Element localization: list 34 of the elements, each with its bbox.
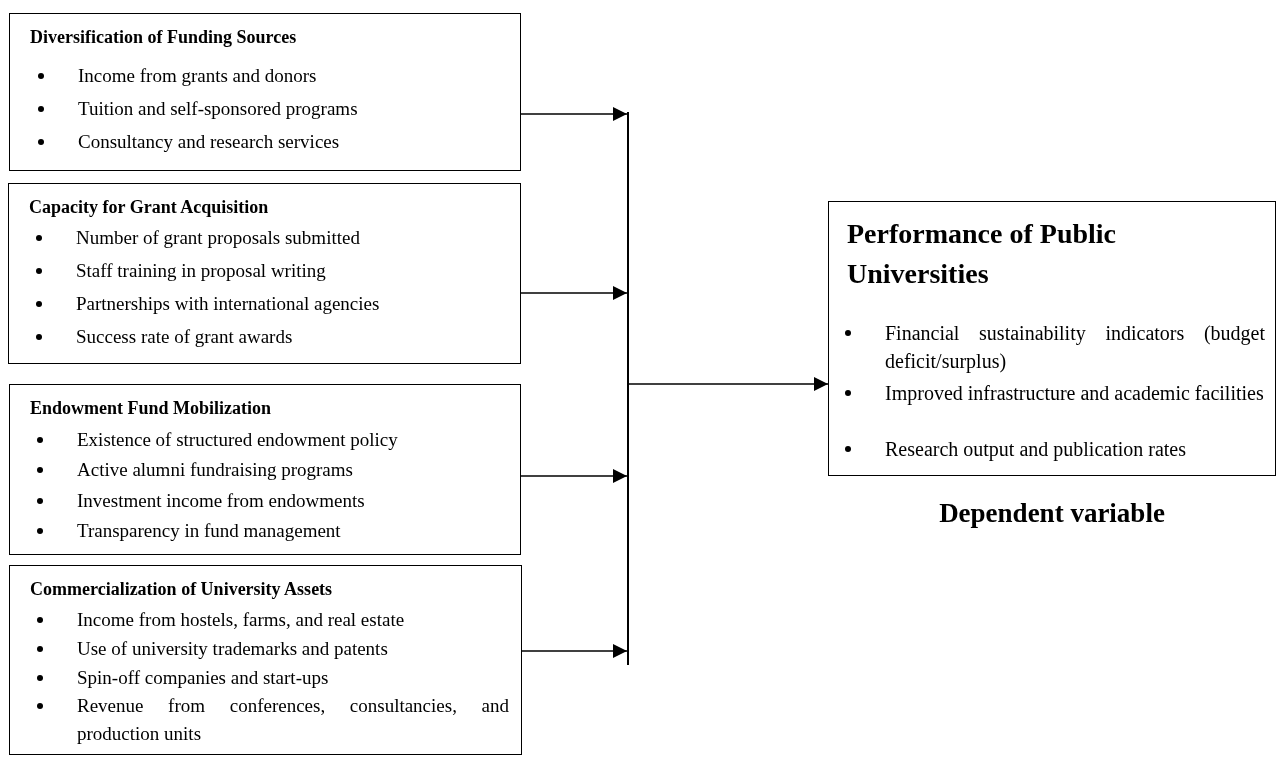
bullet-text: Revenue from conferences, consultancies, and production units: [77, 694, 509, 746]
variable-box: [9, 565, 522, 755]
arrow: [521, 644, 628, 658]
bullet-text: Income from grants and donors: [78, 64, 318, 88]
bullet-text: Active alumni fundraising programs: [77, 458, 354, 482]
bullet-text: Research output and publication rates: [885, 437, 1187, 463]
bullet-text: Staff training in proposal writing: [76, 259, 327, 283]
bullet-text: Use of university trademarks and patents: [77, 637, 389, 661]
bullet-text: Partnerships with international agencies: [76, 292, 381, 316]
box-heading: Endowment Fund Mobilization: [30, 398, 272, 419]
bullet-text: Consultancy and research services: [78, 130, 341, 154]
box-heading: Commercialization of University Assets: [30, 579, 333, 600]
bullet-text: Improved infrastructure and academic facilities: [885, 381, 1265, 407]
bullet-text: Existence of structured endowment policy: [77, 428, 399, 452]
arrow: [520, 286, 628, 300]
bullet-text: Number of grant proposals submitted: [76, 226, 361, 250]
variable-box: [8, 183, 521, 364]
bullet-text: Investment income from endowments: [77, 489, 366, 513]
variable-box: [828, 201, 1276, 476]
variable-caption: Dependent variable: [939, 498, 1165, 529]
arrow: [520, 107, 628, 121]
box-heading: Performance of Public Universities: [847, 217, 1118, 291]
bullet-text: Income from hostels, farms, and real estate: [77, 608, 406, 632]
bullet-text: Success rate of grant awards: [76, 325, 294, 349]
bullet-text: Transparency in fund management: [77, 519, 342, 543]
bullet-text: Financial sustainability indicators (budget deficit/surplus): [885, 321, 1265, 375]
box-heading: Capacity for Grant Acquisition: [29, 197, 269, 218]
bullet-text: Spin-off companies and start-ups: [77, 666, 330, 690]
variable-box: [9, 384, 521, 555]
bullet-text: Tuition and self-sponsored programs: [78, 97, 359, 121]
arrow: [520, 469, 628, 483]
box-heading: Diversification of Funding Sources: [30, 27, 297, 48]
arrow: [628, 377, 829, 391]
variable-box: [9, 13, 521, 171]
